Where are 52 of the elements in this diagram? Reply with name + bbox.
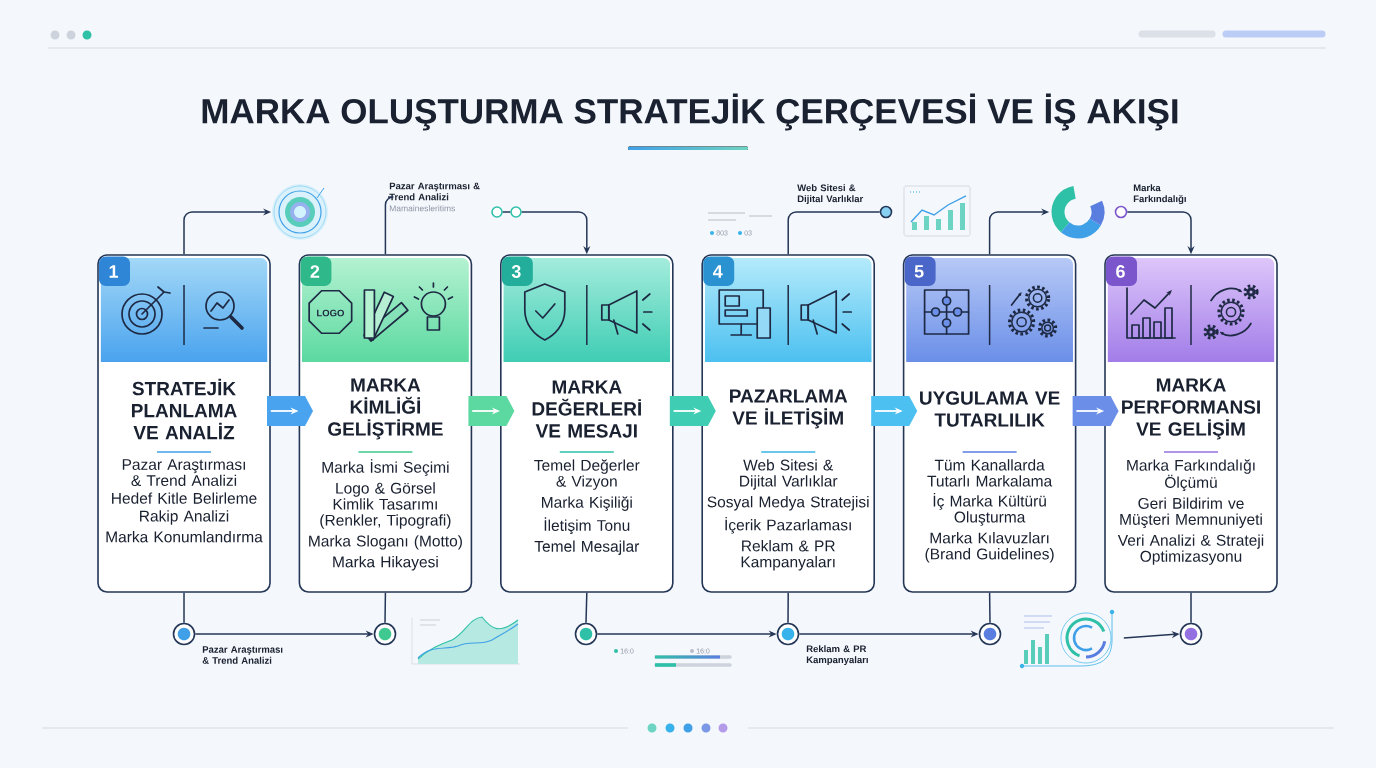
step-number: 2 <box>300 256 332 286</box>
title: MARKA OLUŞTURMA STRATEJİK ÇERÇEVESİ VE İŞ AKIŞI <box>202 93 1178 131</box>
list-item: Veri Analizi & Strateji Optimizasyonu <box>1117 534 1264 565</box>
step-arrow <box>468 396 515 426</box>
icon-label: LOGO <box>317 309 344 317</box>
list-item: Web Sitesi & Dijital Varlıklar <box>740 459 838 490</box>
card-title: STRATEJİK PLANLAMA VE ANALİZ <box>132 378 237 440</box>
list-item: Sosyal Medya Stratejisi <box>707 496 869 511</box>
list-item: Marka İsmi Seçimi <box>322 459 449 476</box>
list-item: Pazar Araştırması & Trend Analizi <box>122 459 245 486</box>
list-item: Marka Kişiliği <box>542 496 632 511</box>
list-item: Geri Bildirim ve Müşteri Memnuniyeti <box>1120 497 1262 528</box>
card-title: MARKA DEĞERLERİ VE MESAJI <box>532 380 641 438</box>
timeline-dot <box>574 622 598 646</box>
step-number: 6 <box>1106 256 1137 286</box>
list-item: Temel Değerler & Vizyon <box>534 459 640 490</box>
step-number: 4 <box>703 256 735 286</box>
donut-chart-icon <box>1051 186 1105 239</box>
step-arrow <box>871 396 918 426</box>
timeline-dot <box>776 622 800 646</box>
step-number: 1 <box>99 256 130 286</box>
callout-text: Pazar Araştırması & Trend Analizi <box>202 646 283 664</box>
callout-text: Pazar Araştırması & Trend Analizi <box>389 182 480 201</box>
list-item: Logo & Görsel Kimlik Tasarımı (Renkler, Tipografi) <box>320 482 451 529</box>
list-item: Marka Sloganı (Motto) <box>309 535 462 550</box>
list-item: Marka Konumlandırma <box>106 531 263 543</box>
callout-text: Web Sitesi & Dijital Varlıklar <box>797 184 864 205</box>
list-item: İç Marka Kültürü Oluşturma <box>933 493 1046 526</box>
callout-text: Reklam & PR Kampanyaları <box>806 645 868 666</box>
ring-icon <box>272 184 328 240</box>
callout-text: Marka Farkındalığı <box>1133 184 1186 205</box>
list-item: Rakip Analizi <box>140 510 229 525</box>
card-title: UYGULAMA VE TUTARLILIK <box>920 391 1060 427</box>
card-title: MARKA KİMLİĞİ GELİŞTİRME <box>328 378 443 440</box>
list-item: Tüm Kanallarda Tutarlı Markalama <box>927 459 1053 487</box>
list-item: Temel Mesajlar <box>534 540 640 555</box>
caption-text: Mamainesleritims <box>389 205 455 212</box>
timeline-dot <box>172 622 196 646</box>
list-item: Reklam & PR Kampanyaları <box>741 540 835 571</box>
radial-chart-drawing <box>1019 609 1115 669</box>
list-item: Marka Farkındalığı Ölçümü <box>1127 459 1255 492</box>
list-item: İçerik Pazarlaması <box>725 516 851 534</box>
list-item: İletişim Tonu <box>544 517 630 535</box>
list-item: Marka Hikayesi <box>333 556 438 571</box>
card-title: PAZARLAMA VE İLETİŞİM <box>730 389 848 429</box>
list-item: Hedef Kitle Belirleme <box>112 492 257 504</box>
list-item: Marka Kılavuzları (Brand Guidelines) <box>925 532 1054 563</box>
step-arrow <box>267 396 313 426</box>
timeline-dot <box>1179 622 1203 646</box>
timeline-dot <box>373 622 397 646</box>
timeline-dot <box>978 622 1002 646</box>
card-title: MARKA PERFORMANSI VE GELİŞİM <box>1122 378 1260 440</box>
